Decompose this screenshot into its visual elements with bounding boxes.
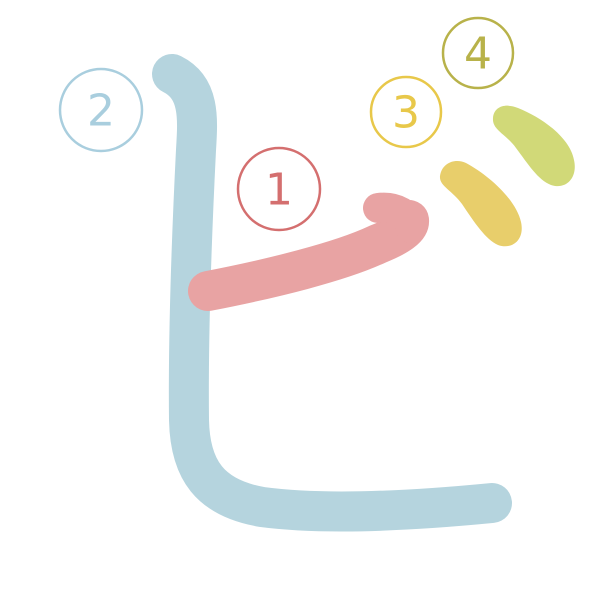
stroke-1-tip [363, 192, 426, 243]
stroke-1-badge-number: 1 [265, 165, 293, 216]
stroke-4 [492, 105, 575, 187]
stroke-1-badge-ring [236, 146, 322, 232]
stroke-2-order-badge: 2 [58, 67, 144, 153]
stroke-3-order-badge: 3 [369, 75, 443, 149]
stroke-1 [188, 200, 429, 311]
stroke-3 [439, 160, 522, 247]
stroke-3-badge-number: 3 [392, 88, 420, 139]
stroke-1-order-badge: 1 [236, 146, 322, 232]
stroke-2-badge-number: 2 [87, 86, 115, 137]
stroke-4-badge-ring [441, 16, 515, 90]
stroke-2 [152, 54, 512, 532]
stroke-4-badge-number: 4 [464, 29, 492, 80]
stroke-4-order-badge: 4 [441, 16, 515, 90]
stroke-2-badge-ring [58, 67, 144, 153]
stroke-3-badge-ring [369, 75, 443, 149]
